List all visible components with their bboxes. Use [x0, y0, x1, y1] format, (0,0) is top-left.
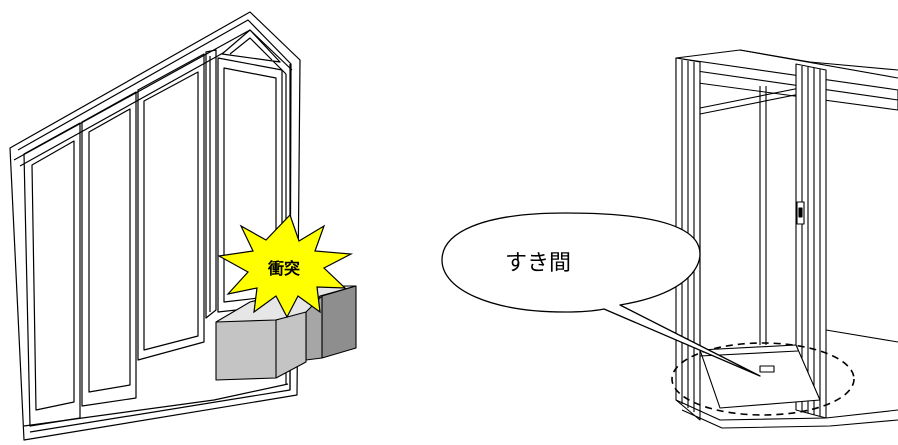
- door-panel-folded: [205, 49, 217, 319]
- right-door-frame: [675, 49, 898, 429]
- door-top-triangle-inner: [229, 37, 273, 61]
- door-panel-3: [137, 53, 205, 361]
- door-handle-knob: [798, 207, 803, 218]
- bottom-sill-2: [681, 409, 898, 429]
- left-door-frame-inner-edge: [17, 19, 292, 433]
- collision-burst: 衝突: [217, 213, 354, 319]
- gap-callout: すき間: [441, 212, 761, 377]
- door-panel-3-glass: [143, 71, 199, 351]
- top-beam-back: [739, 49, 898, 79]
- top-beam-line: [675, 67, 898, 101]
- callout-label: すき間: [505, 250, 571, 275]
- callout-bubble: [441, 212, 761, 377]
- collision-burst-icon: [217, 213, 354, 319]
- door-panel-1: [23, 122, 81, 427]
- back-brace-2: [699, 91, 811, 115]
- door-panel-2: [81, 91, 137, 407]
- door-panel-1-glass: [31, 140, 75, 411]
- gap-highlight-ellipse: [671, 342, 855, 416]
- back-brace-1: [699, 85, 811, 109]
- floor-latch-icon: [759, 365, 775, 373]
- burst-label: 衝突: [267, 259, 300, 278]
- lower-right-beam: [825, 329, 898, 343]
- box-side-dark: [321, 285, 357, 359]
- bottom-sill: [675, 399, 898, 421]
- door-panel-2-glass: [88, 108, 131, 393]
- left-door-bottom-rail: [23, 383, 289, 427]
- box-front-light: [215, 311, 307, 381]
